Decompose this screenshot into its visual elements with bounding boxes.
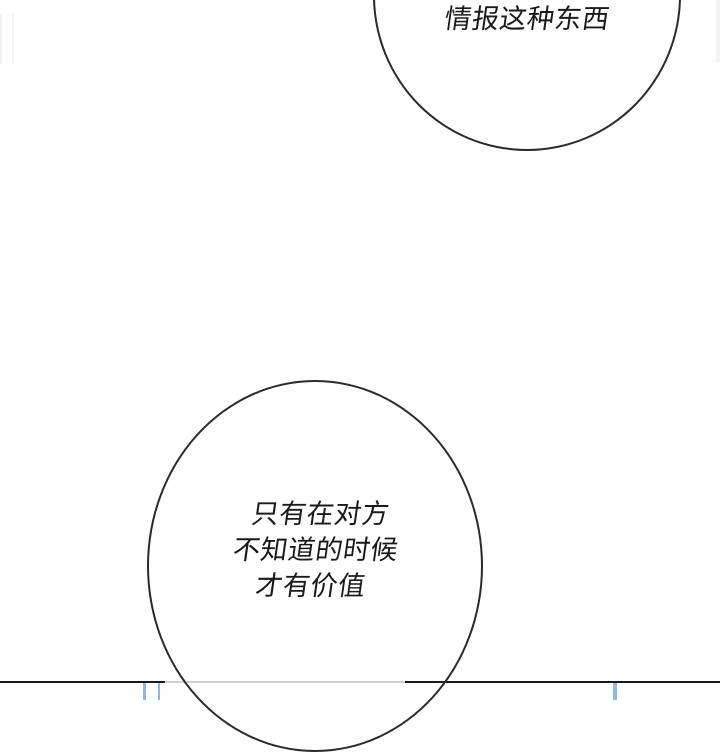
speech-line: 不知道的时候 (230, 535, 400, 566)
panel-edge-decoration (0, 14, 14, 64)
next-panel-line (143, 683, 146, 700)
speech-bubble-text: 只有在对方 不知道的时候 才有价值 (225, 497, 405, 605)
speech-line: 只有在对方 (249, 499, 392, 530)
speech-line: 才有价值 (252, 571, 368, 602)
speech-bubble-bottom: 只有在对方 不知道的时候 才有价值 (147, 380, 483, 752)
panel-edge-decoration (716, 0, 720, 62)
next-panel-line (158, 683, 160, 700)
speech-line: 情报这种东西 (442, 4, 612, 35)
speech-bubble-text: 情报这种东西 (372, 2, 681, 38)
next-panel-line (613, 683, 617, 700)
speech-bubble-top: 情报这种东西 (373, 0, 681, 151)
